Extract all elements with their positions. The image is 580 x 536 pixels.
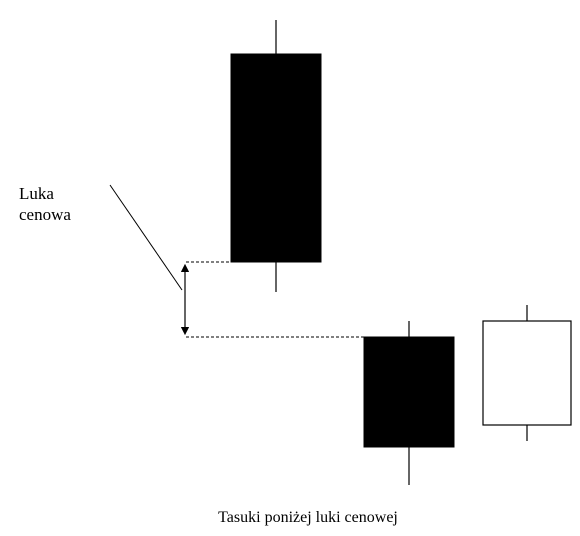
candle-3-white xyxy=(482,305,572,441)
candle-3-body xyxy=(482,320,572,426)
gap-label: Luka cenowa xyxy=(19,183,71,225)
candle-1-body xyxy=(230,53,322,263)
gap-label-line-1: Luka xyxy=(19,184,54,203)
caption: Tasuki poniżej luki cenowej xyxy=(218,509,398,526)
candle-2-body xyxy=(363,336,455,448)
label-leader-line xyxy=(109,184,183,291)
candle-1-black xyxy=(230,20,322,292)
gap-label-line-2: cenowa xyxy=(19,205,71,224)
candle-2-black xyxy=(363,321,455,485)
